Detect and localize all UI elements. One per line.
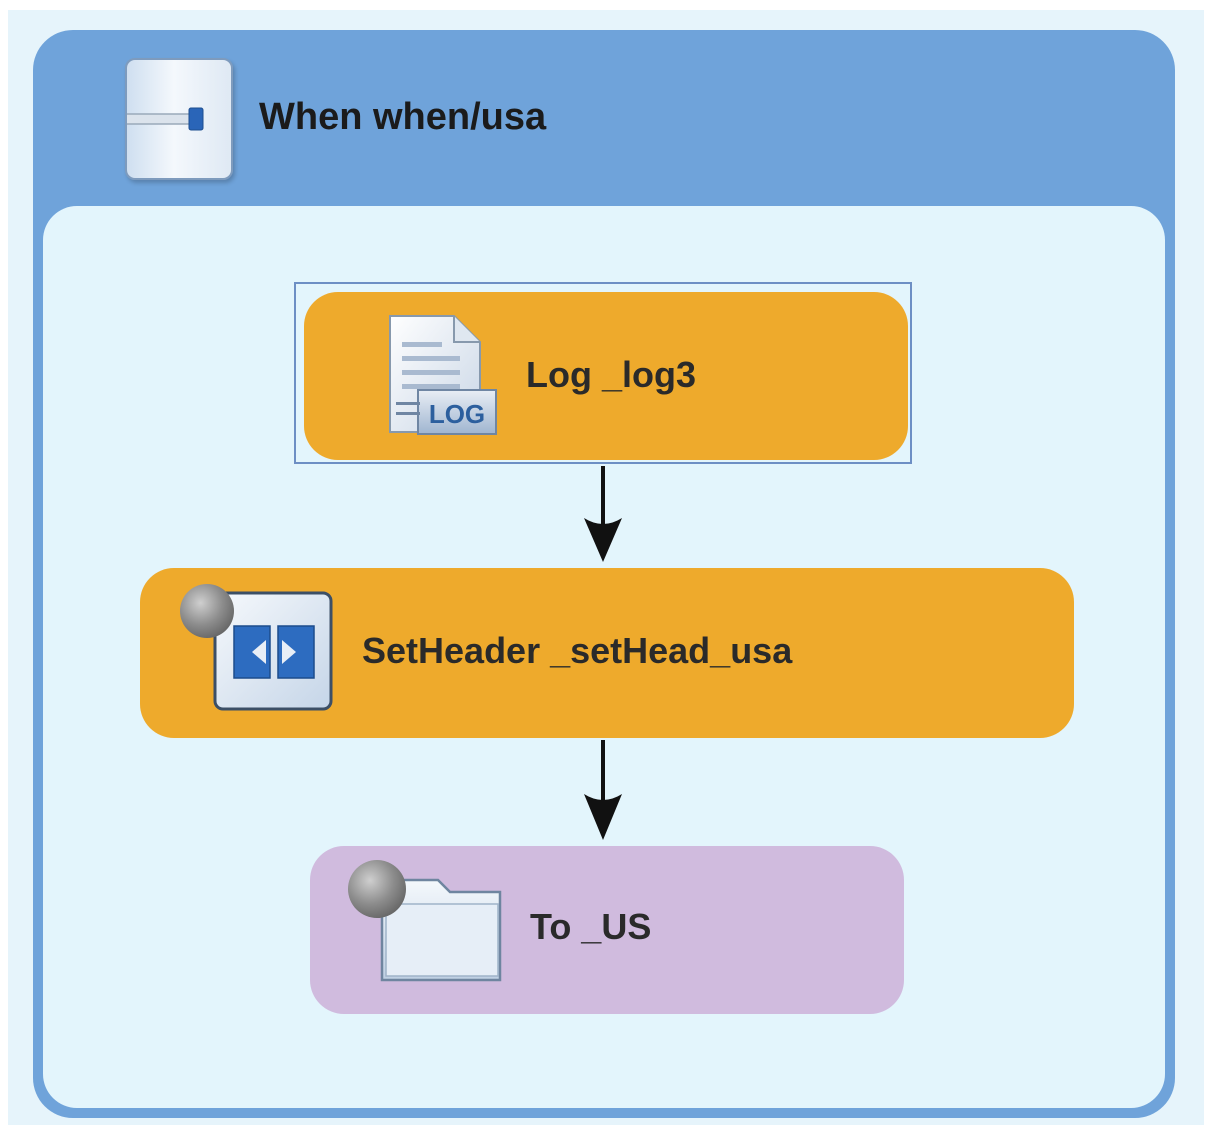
log-node[interactable]: LOG Log _log3 xyxy=(304,292,908,460)
folder-icon xyxy=(378,874,508,984)
to-node[interactable]: To _US xyxy=(310,846,904,1014)
breakpoint-indicator xyxy=(180,584,234,638)
to-label: To _US xyxy=(530,906,652,947)
setheader-node[interactable]: SetHeader _setHead_usa xyxy=(140,568,1074,738)
breakpoint-indicator xyxy=(348,860,406,918)
set-header-icon xyxy=(212,590,336,714)
when-route-icon xyxy=(125,58,233,180)
log-document-icon: LOG xyxy=(388,312,500,436)
log-label: Log _log3 xyxy=(526,354,696,395)
log-icon-text: LOG xyxy=(429,399,485,429)
when-title: When when/usa xyxy=(259,96,547,138)
setheader-label: SetHeader _setHead_usa xyxy=(362,630,793,671)
selection-box xyxy=(294,282,912,464)
